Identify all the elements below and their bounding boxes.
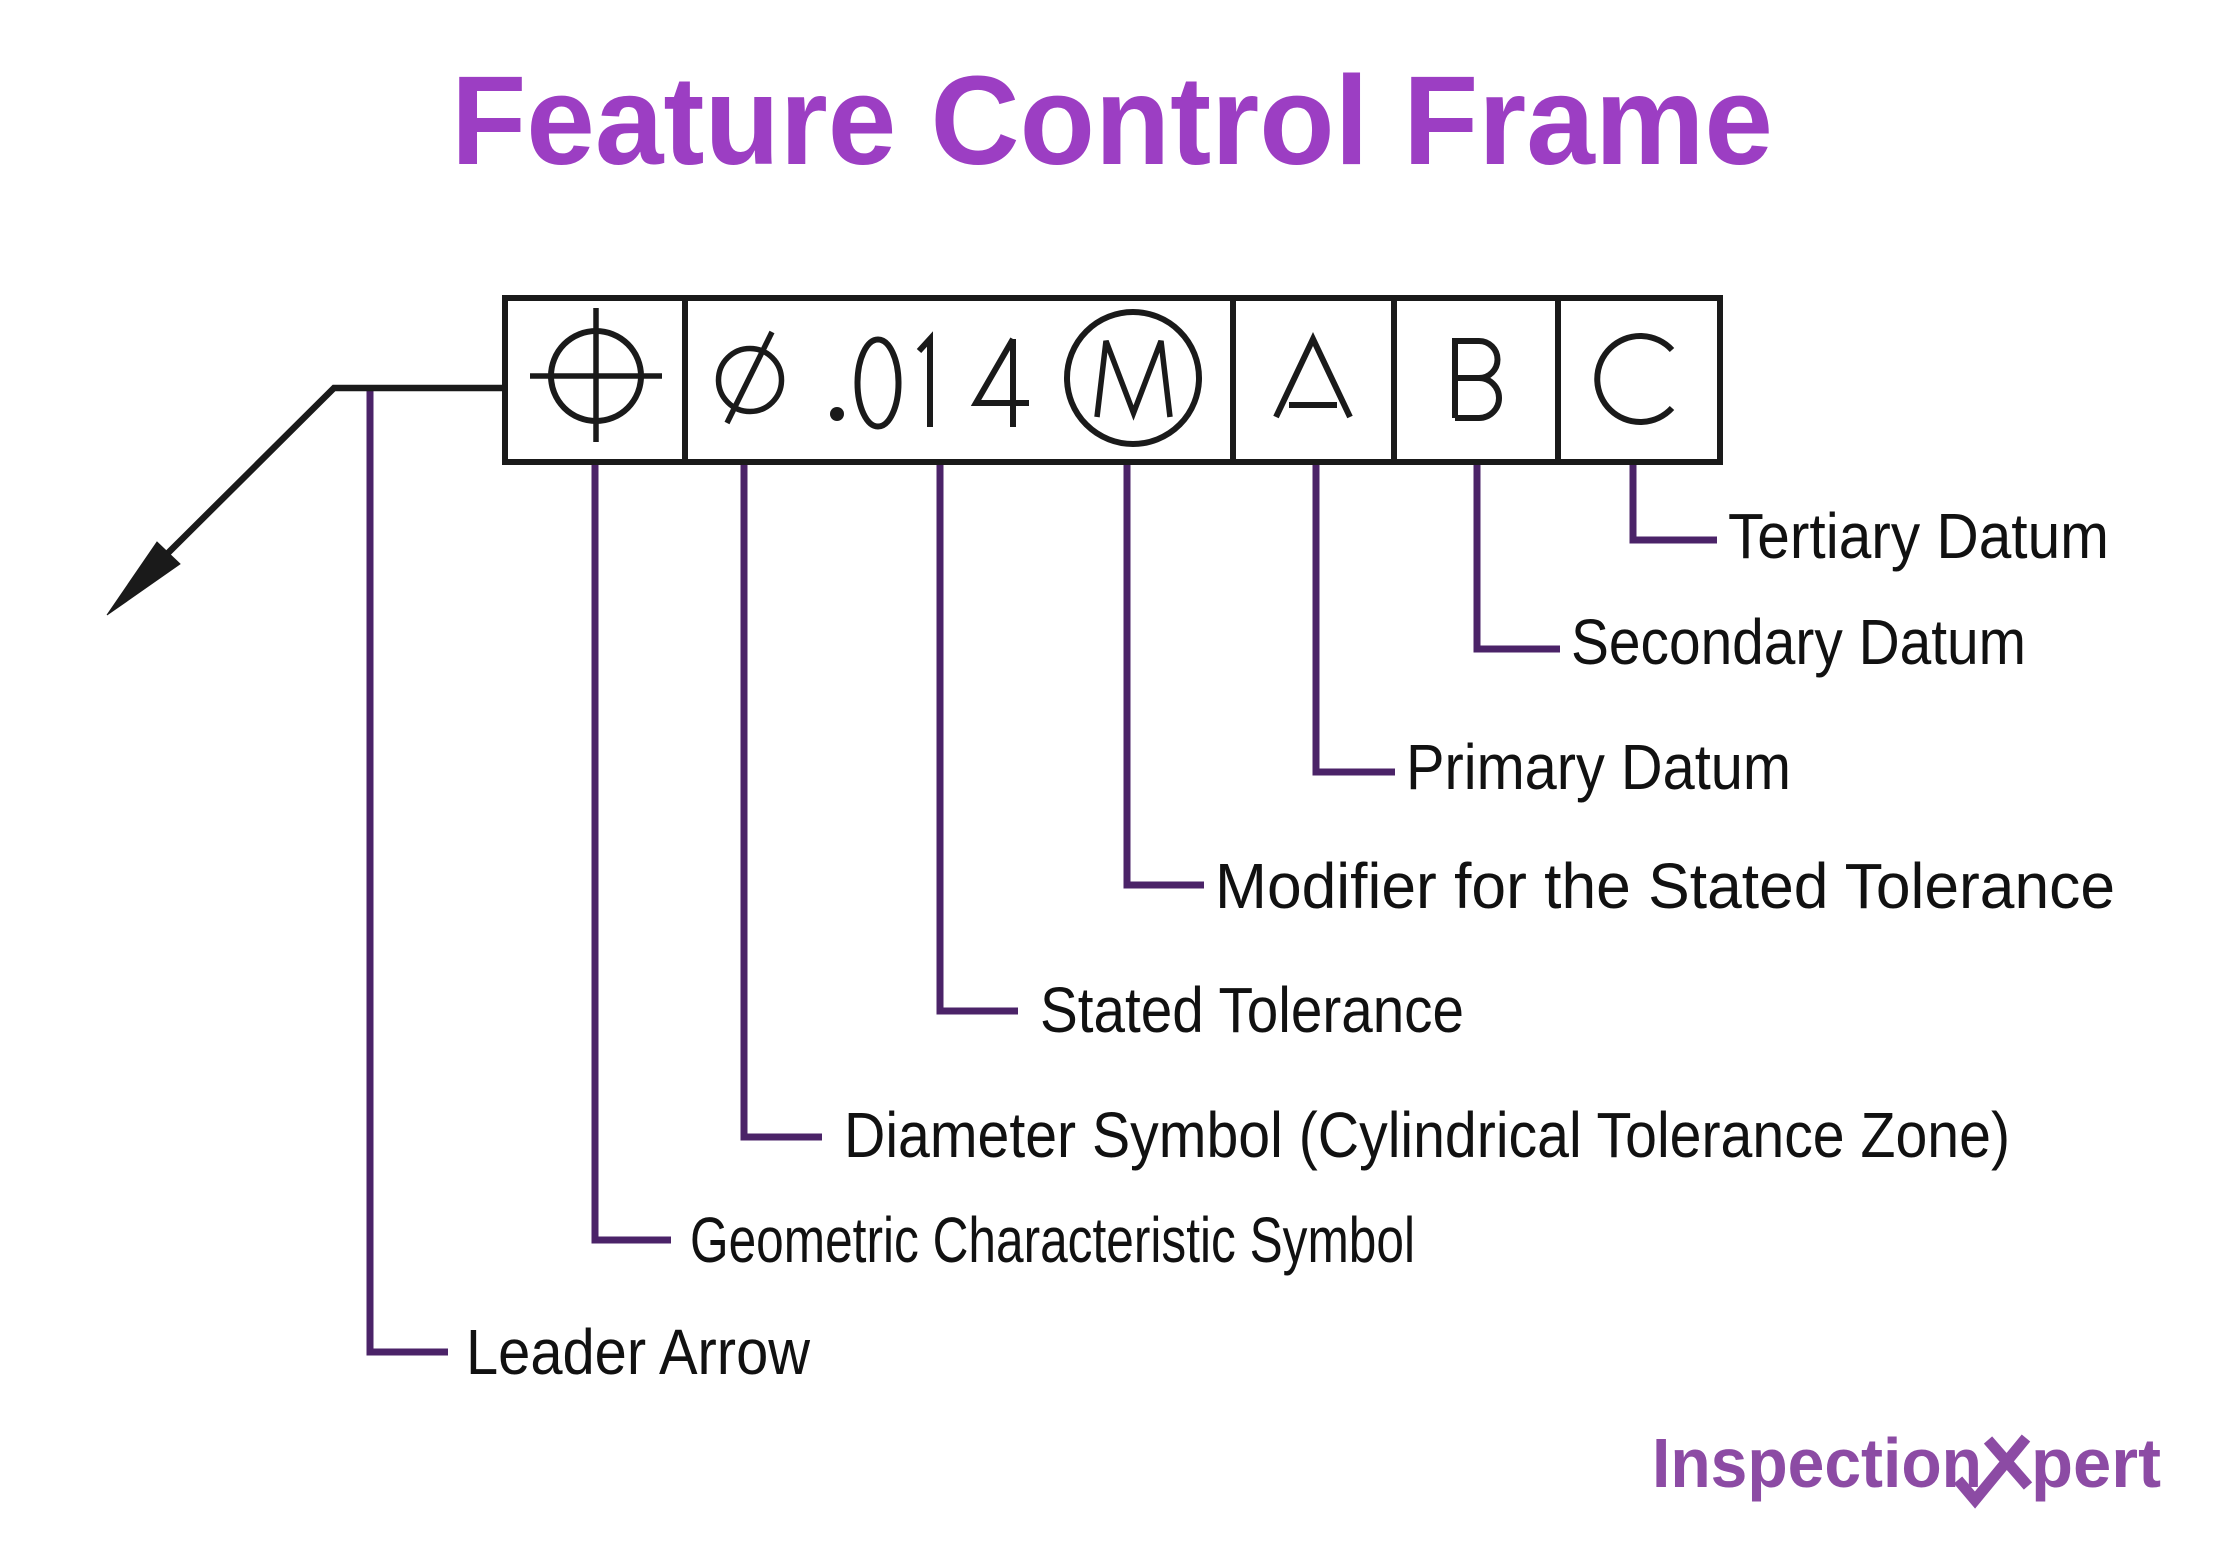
svg-text:Tertiary Datum: Tertiary Datum (1728, 500, 2109, 572)
svg-text:Inspection: Inspection (1652, 1424, 1982, 1502)
svg-text:Modifier for the Stated Tolera: Modifier for the Stated Tolerance (1215, 850, 2115, 922)
svg-text:Feature Control Frame: Feature Control Frame (451, 50, 1773, 191)
svg-text:Diameter Symbol (Cylindrical T: Diameter Symbol (Cylindrical Tolerance Z… (844, 1099, 2010, 1171)
svg-text:Stated Tolerance: Stated Tolerance (1040, 974, 1464, 1046)
svg-text:pert: pert (2031, 1424, 2161, 1502)
svg-text:Secondary Datum: Secondary Datum (1571, 606, 2026, 678)
svg-text:Leader Arrow: Leader Arrow (466, 1316, 811, 1388)
svg-text:Primary Datum: Primary Datum (1406, 731, 1791, 803)
svg-text:Geometric Characteristic Symbo: Geometric Characteristic Symbol (690, 1204, 1415, 1276)
